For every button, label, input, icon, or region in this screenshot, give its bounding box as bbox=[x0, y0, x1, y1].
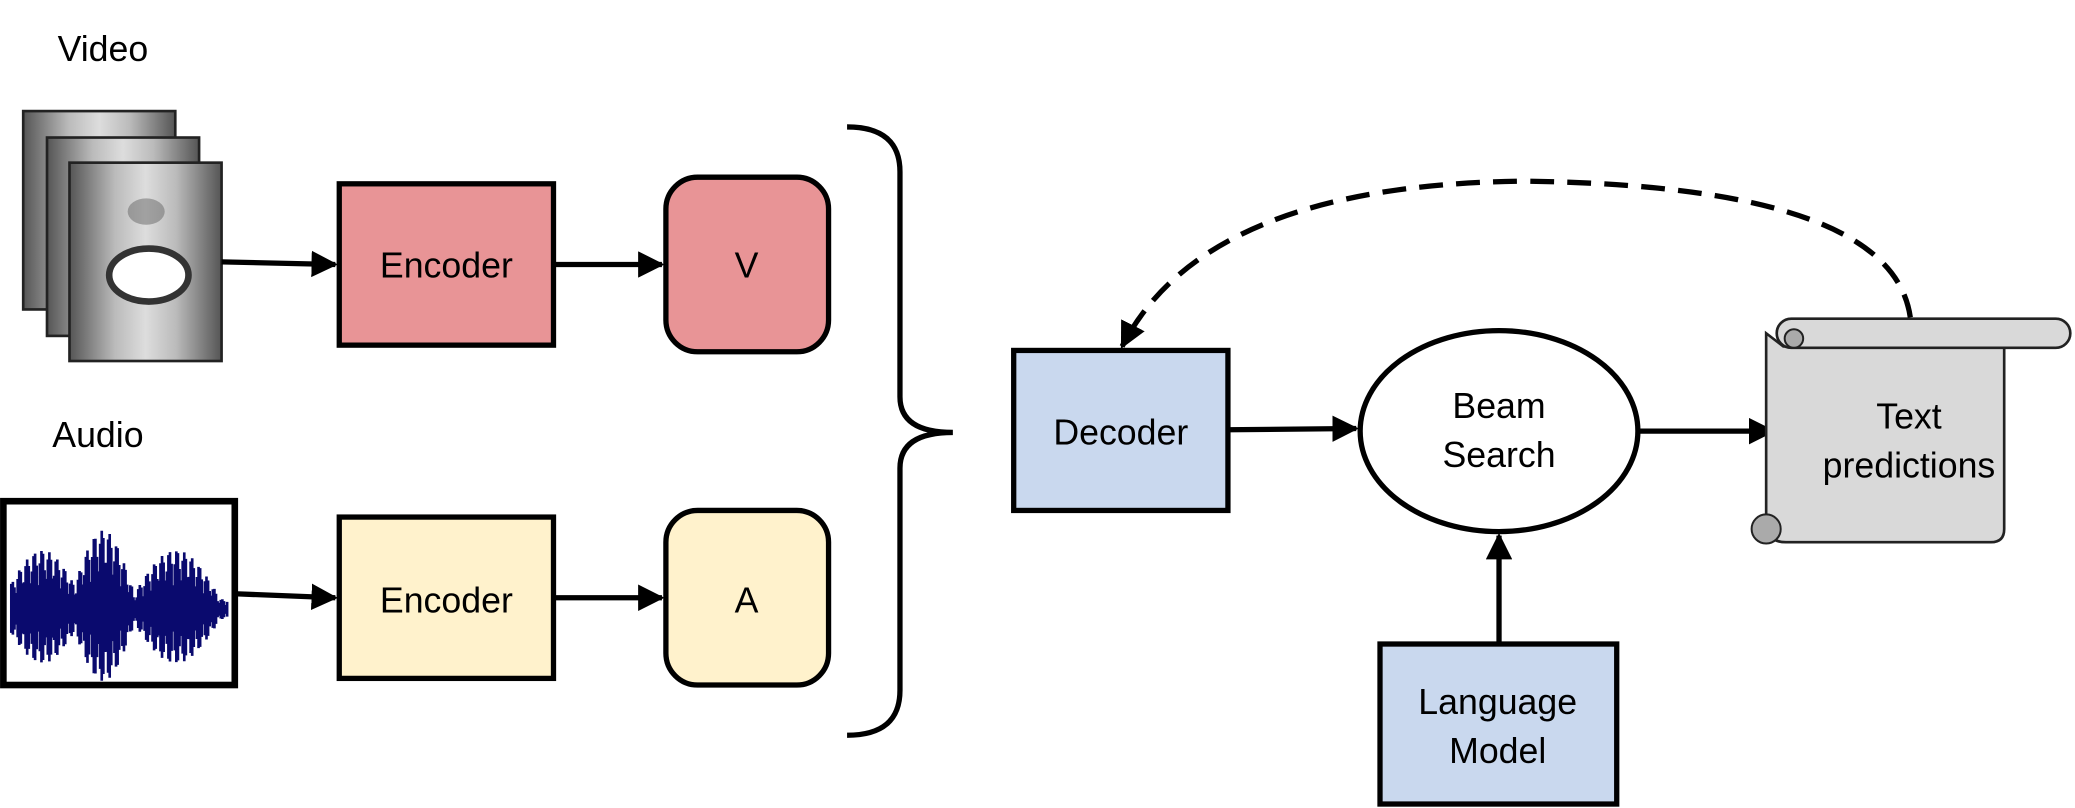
video-encoder-label: Encoder bbox=[380, 246, 513, 286]
arrow-audio-to-encoder bbox=[234, 583, 338, 611]
video-frames-icon bbox=[21, 109, 223, 363]
beam-search-label-line2: Search bbox=[1442, 435, 1555, 475]
audio-embedding-label: A bbox=[735, 580, 759, 620]
audio-embedding-box bbox=[663, 507, 832, 688]
language-model-box bbox=[1377, 641, 1620, 807]
audio-encoder-label: Encoder bbox=[380, 580, 513, 620]
arrow-decoder-to-beam bbox=[1227, 415, 1359, 442]
text-predictions-label-line2: predictions bbox=[1823, 445, 1996, 485]
merge-brace bbox=[847, 124, 953, 738]
video-label: Video bbox=[58, 29, 149, 69]
decoder-label: Decoder bbox=[1053, 412, 1188, 452]
decoder-box bbox=[1011, 347, 1231, 514]
video-embedding-box bbox=[663, 174, 832, 355]
beam-search-node bbox=[1357, 327, 1641, 535]
beam-search-label-line1: Beam bbox=[1452, 386, 1545, 426]
text-predictions-scroll bbox=[1750, 317, 2072, 545]
video-embedding-label: V bbox=[735, 246, 759, 286]
arrow-video-to-encoder bbox=[221, 250, 338, 278]
feedback-dashed-arrow bbox=[1119, 178, 1913, 349]
text-predictions-label-line1: Text bbox=[1876, 396, 1942, 436]
audio-encoder-box bbox=[336, 514, 557, 682]
language-model-label-line1: Language bbox=[1418, 682, 1577, 722]
audio-waveform-icon bbox=[0, 497, 239, 689]
language-model-label-line2: Model bbox=[1449, 731, 1546, 771]
audio-label: Audio bbox=[52, 415, 143, 455]
